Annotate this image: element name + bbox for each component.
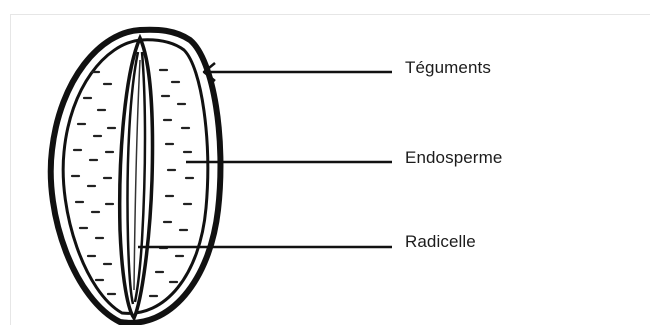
label-radicelle: Radicelle — [405, 232, 476, 252]
pointer-teguments — [204, 63, 392, 81]
label-endosperme: Endosperme — [405, 148, 502, 168]
label-teguments: Téguments — [405, 58, 491, 78]
